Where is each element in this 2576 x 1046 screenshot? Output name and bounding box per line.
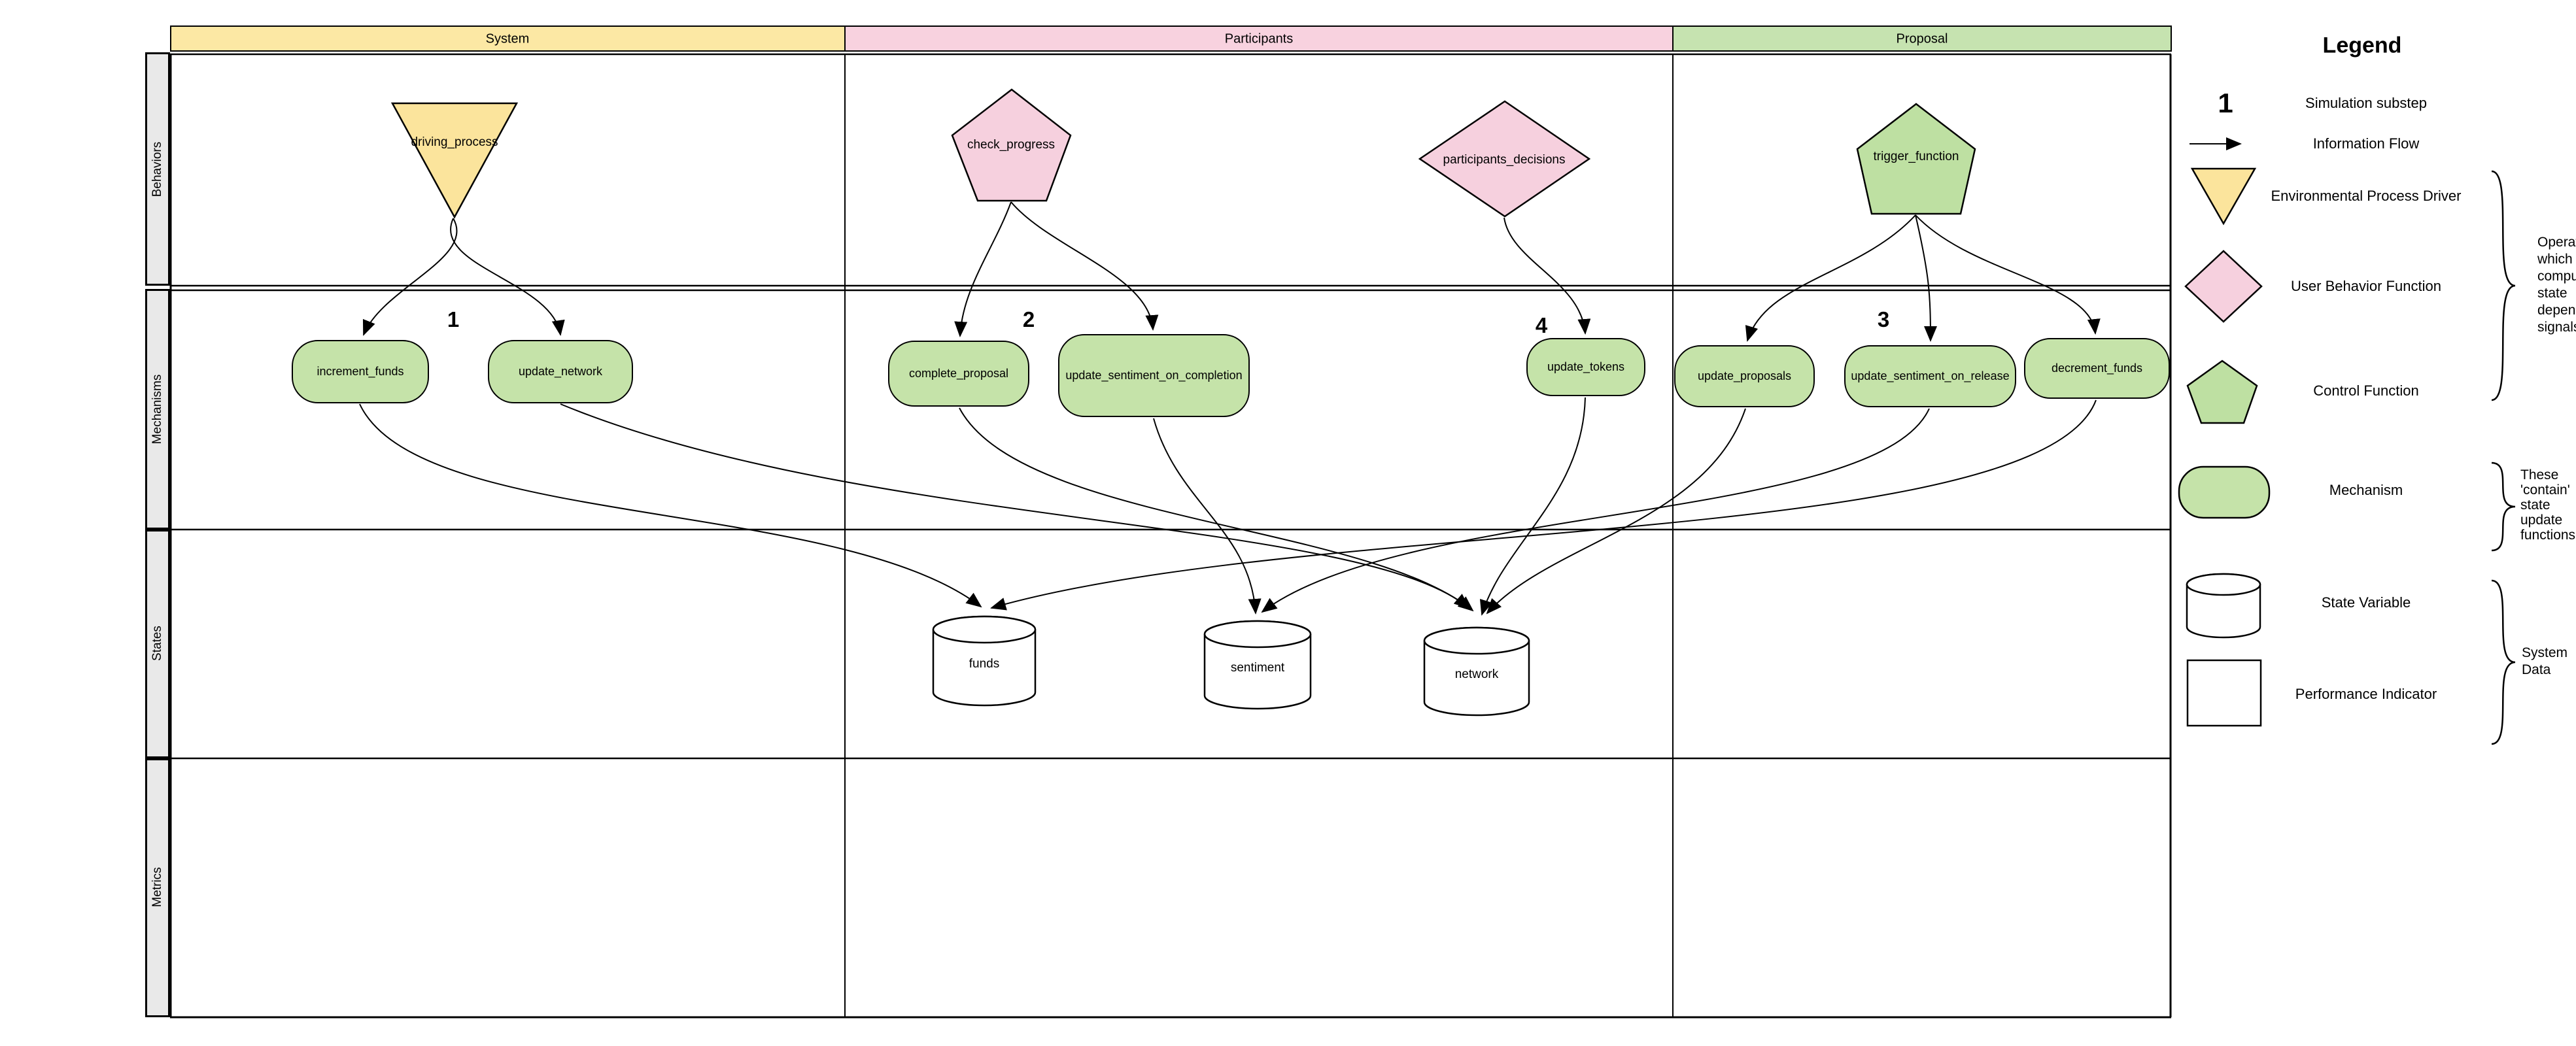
legend-triangle-icon — [2190, 167, 2257, 226]
edge-update-tokens-network — [1479, 397, 1586, 616]
edge-trigger-function-update-sentiment-on-release — [1915, 214, 1937, 342]
row-label-metrics: Metrics — [150, 867, 164, 907]
edge-driving-process-update-network — [450, 218, 565, 336]
row-cell-behaviors — [145, 52, 170, 286]
column-header-participants: Participants — [1224, 31, 1294, 46]
legend-rounded-rect-icon — [2178, 465, 2271, 519]
node-update-sentiment-on-release-label: update_sentiment_on_release — [1851, 369, 2010, 382]
node-update-proposals-label: update_proposals — [1697, 369, 1792, 382]
row-cell-mechanisms — [145, 289, 170, 530]
node-check-progress-shape[interactable] — [951, 88, 1072, 202]
node-update-tokens-label: update_tokens — [1547, 360, 1625, 373]
row-cell-states — [145, 530, 170, 758]
edge-participants-decisions-update-tokens — [1503, 217, 1591, 335]
legend-label-simulation-substep: Simulation substep — [2305, 95, 2427, 111]
edge-update-sentiment-on-completion-sentiment — [1153, 418, 1262, 615]
node-sentiment-label: sentiment — [1230, 661, 1285, 675]
node-decrement-funds[interactable]: decrement_funds — [2024, 338, 2170, 399]
row-label-behaviors: Behaviors — [150, 141, 164, 197]
node-update-sentiment-on-completion-label: update_sentiment_on_completion — [1065, 369, 1243, 382]
edge-complete-proposal-network — [959, 407, 1474, 612]
node-increment-funds[interactable]: increment_funds — [292, 340, 429, 403]
legend-pentagon-icon — [2186, 360, 2258, 424]
node-network-label: network — [1454, 667, 1499, 681]
node-driving-process-shape[interactable] — [390, 102, 519, 219]
legend-label-information-flow: Information Flow — [2312, 135, 2420, 152]
node-funds-label: funds — [969, 657, 1000, 671]
substep-2: 2 — [1022, 307, 1035, 331]
edge-trigger-function-update-proposals — [1745, 214, 1916, 342]
node-check-progress-label: check_progress — [967, 138, 1056, 152]
node-funds-shape[interactable] — [932, 615, 1037, 707]
column-header-system: System — [485, 31, 530, 46]
edge-check-progress-update-sentiment-on-completion — [1010, 201, 1159, 331]
column-header-system-bg — [170, 25, 846, 52]
edge-update-sentiment-on-release-sentiment — [1261, 408, 1930, 613]
substep-1: 1 — [447, 307, 460, 331]
node-trigger-function-label: trigger_function — [1873, 150, 1959, 163]
brace-system-data — [2491, 579, 2516, 745]
node-complete-proposal-label: complete_proposal — [908, 367, 1009, 380]
node-decrement-funds-label: decrement_funds — [2051, 362, 2143, 375]
row-label-states: States — [150, 626, 164, 661]
substep-4: 4 — [1535, 313, 1548, 337]
edge-decrement-funds-funds — [990, 399, 2097, 611]
row-label-mechanisms: Mechanisms — [150, 374, 164, 445]
legend-diamond-icon — [2184, 250, 2263, 323]
legend-square-icon — [2186, 659, 2262, 727]
brace-mechanism-note — [2491, 462, 2516, 552]
legend-cylinder-icon — [2186, 573, 2261, 639]
node-driving-process-label: driving_process — [411, 135, 498, 149]
annotation-mechanism-note: These 'contain' state update functions — [2520, 467, 2576, 543]
node-update-network[interactable]: update_network — [488, 340, 633, 403]
edge-check-progress-complete-proposal — [954, 201, 1012, 337]
node-participants-decisions-shape[interactable] — [1418, 100, 1591, 218]
node-network-shape[interactable] — [1423, 626, 1530, 717]
edge-update-proposals-network — [1486, 408, 1746, 615]
node-increment-funds-label: increment_funds — [317, 365, 404, 378]
row-cell-metrics — [145, 758, 170, 1017]
legend-title: Legend — [2322, 33, 2402, 58]
edge-trigger-function-decrement-funds — [1915, 214, 2101, 335]
node-update-sentiment-on-completion[interactable]: update_sentiment_on_completion — [1058, 334, 1250, 417]
legend-label-user-behavior-function: User Behavior Function — [2291, 278, 2441, 294]
node-update-tokens[interactable]: update_tokens — [1526, 338, 1645, 396]
column-header-proposal: Proposal — [1896, 31, 1948, 46]
legend-label-control-function: Control Function — [2313, 382, 2419, 399]
column-header-proposal-bg — [1672, 25, 2172, 52]
substep-3: 3 — [1877, 307, 1890, 331]
legend-label-performance-indicator: Performance Indicator — [2295, 686, 2437, 702]
node-sentiment-shape[interactable] — [1203, 620, 1312, 710]
legend-label-environmental-process-driver: Environmental Process Driver — [2271, 188, 2462, 204]
node-update-proposals[interactable]: update_proposals — [1674, 345, 1815, 407]
legend-substep-sample: 1 — [2218, 88, 2233, 118]
node-complete-proposal[interactable]: complete_proposal — [888, 341, 1029, 407]
node-trigger-function-shape[interactable] — [1856, 103, 1976, 215]
edge-increment-funds-funds — [359, 403, 982, 608]
edge-update-network-network — [560, 403, 1470, 609]
legend-label-state-variable: State Variable — [2321, 594, 2411, 611]
annotation-operators: Operators which compute state dependent … — [2537, 235, 2576, 335]
column-header-participants-bg — [844, 25, 1674, 52]
annotation-system-data: System Data — [2522, 645, 2568, 677]
brace-operators — [2491, 170, 2516, 401]
node-update-sentiment-on-release[interactable]: update_sentiment_on_release — [1844, 345, 2016, 407]
legend-label-mechanism: Mechanism — [2329, 482, 2403, 498]
edge-driving-process-increment-funds — [362, 218, 458, 336]
node-update-network-label: update_network — [518, 365, 603, 378]
node-participants-decisions-label: participants_decisions — [1443, 153, 1566, 167]
